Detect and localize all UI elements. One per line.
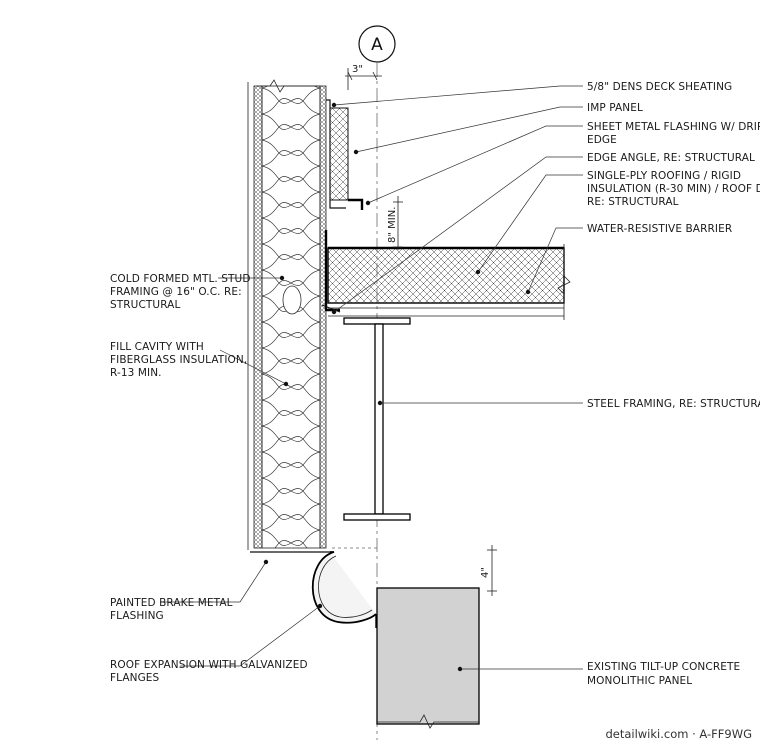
watermark: detailwiki.com · A-FF9WG <box>605 727 752 741</box>
label-edge-angle: EDGE ANGLE, RE: STRUCTURAL <box>587 152 755 164</box>
leaders-right <box>331 85 583 672</box>
dimension-upstand-text: 8" MIN. <box>387 207 398 243</box>
dimension-upstand: 8" MIN. <box>387 196 403 250</box>
stud-wall <box>247 79 330 553</box>
dimension-gap-text: 4" <box>480 567 491 578</box>
label-imp-panel: IMP PANEL <box>587 102 643 114</box>
label-tilt-up-panel: EXISTING TILT-UP CONCRETE MONOLITHIC PAN… <box>587 661 744 687</box>
label-dens-deck: 5/8" DENS DECK SHEATING <box>587 81 732 93</box>
label-sheet-metal-flashing: SHEET METAL FLASHING W/ DRIP EDGE <box>587 121 760 146</box>
dimension-top: 3" <box>345 64 382 90</box>
label-steel-framing: STEEL FRAMING, RE: STRUCTURAL <box>587 398 760 410</box>
label-fill-cavity: FILL CAVITY WITH FIBERGLASS INSULATION, … <box>110 341 251 379</box>
edge-flashing <box>321 230 341 313</box>
steel-beam <box>343 317 411 521</box>
imp-panel <box>326 99 364 210</box>
label-brake-metal: PAINTED BRAKE METAL FLASHING <box>110 597 236 622</box>
label-stud-framing: COLD FORMED MTL. STUD FRAMING @ 16" O.C.… <box>110 273 254 311</box>
leaders-left <box>160 275 323 667</box>
dimension-top-text: 3" <box>352 64 363 75</box>
label-water-resistive-barrier: WATER-RESISTIVE BARRIER <box>587 223 732 235</box>
dimension-gap: 4" <box>480 545 497 596</box>
label-roofing: SINGLE-PLY ROOFING / RIGID INSULATION (R… <box>587 170 760 208</box>
grid-bubble-label: A <box>371 35 383 55</box>
expansion-joint <box>311 547 380 628</box>
tilt-up-panel <box>376 587 480 729</box>
label-roof-expansion: ROOF EXPANSION WITH GALVANIZED FLANGES <box>110 659 311 684</box>
roof-assembly <box>327 244 571 320</box>
